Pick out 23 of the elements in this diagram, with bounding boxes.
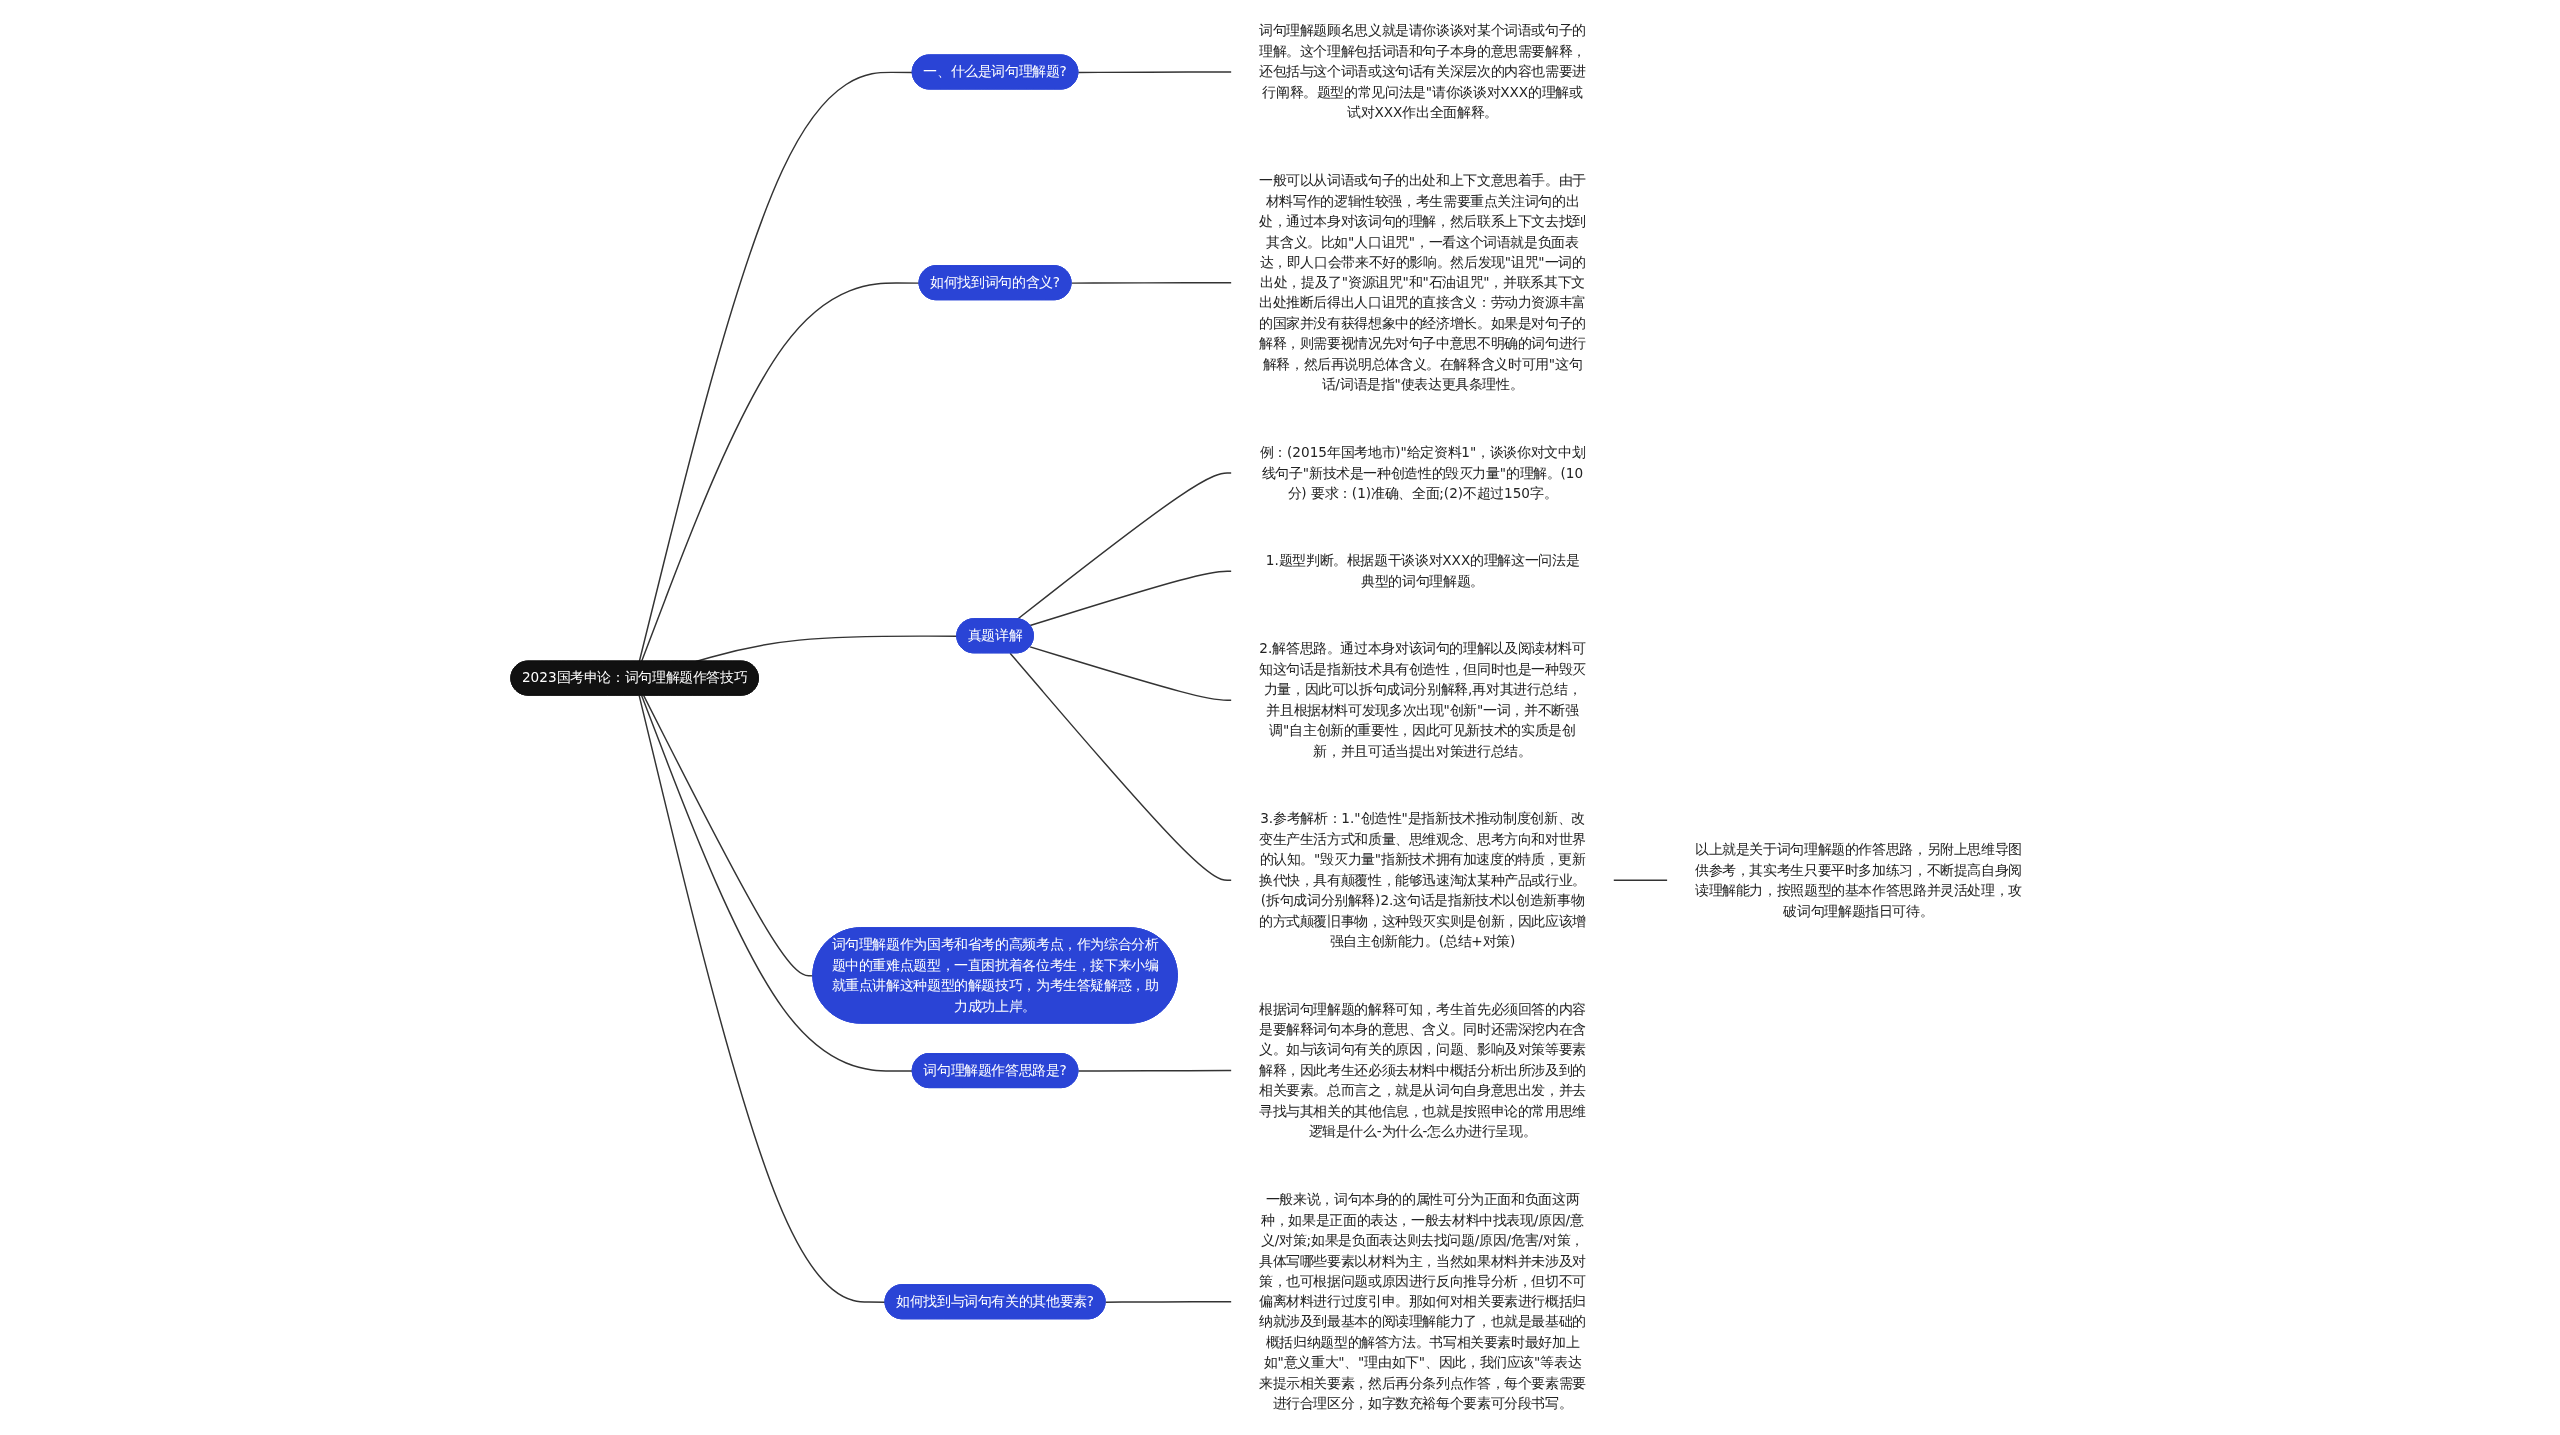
node-text: 一般来说，词句本身的的属性可分为正面和负面这两种，如果是正面的表达，一般去材料中找表现/原因/意义/对策;如果是负面表达则去找问题/原因/危害/对策，具体写哪些要素以材料为主，当然如果材料并未涉及对策，也可根据问题或原因进行反向推导分析，但切不可偏离材料进行过度引申。那如何对相关要素进行概括归纳就涉及到最基本的阅读理解能力了，也就是最基础的概括归纳题型的解答方法。书写相关要素时最好加上如"意义重大"、"理由如下"、因此，我们应该"等表达来提示相关要素，然后再分条列点作答，每个要素需要进行合理区分，如字数充裕每个要素可分段书写。 <box>1258 1191 1586 1412</box>
connector <box>1070 281 1233 284</box>
node-text: 例：(2015年国考地市)"给定资料1"，谈谈你对文中划线句子"新技术是一种创造性的毁灭力量"的理解。(10分) 要求：(1)准确、全面;(2)不超过150字。 <box>1259 444 1586 502</box>
connector <box>1077 71 1233 74</box>
connector <box>1029 570 1233 627</box>
connector <box>640 282 921 663</box>
connector <box>638 694 887 1303</box>
node-text: 1.题型判断。根据题干谈谈对XXX的理解这一问法是典型的词句理解题。 <box>1265 552 1580 590</box>
node-text: 2.解答思路。通过本身对该词句的理解以及阅读材料可知这句话是指新技术具有创造性，但同时也是一种毁灭力量，因此可以拆句成词分别解释,再对其进行总结，并且根据材料可发现多次出现"创新"一词，并不断强调"自主创新的重要性，因此可见新技术的实质是创新，并且可适当提出对策进行总结。 <box>1258 640 1586 760</box>
connector <box>1016 472 1233 620</box>
connector <box>1029 646 1233 701</box>
connector <box>643 694 815 977</box>
node-text: 根据词句理解题的解释可知，考生首先必须回答的内容是要解释词句本身的意思、含义。同时还需深挖内在含义。如与该词句有关的原因，问题、影响及对策等要素解释，因此考生还必须去材料中概括分析出所涉及到的相关要素。总而言之，就是从词句自身意思出发，并去寻找与其相关的其他信息，也就是按照申论的常用思维逻辑是什么-为什么-怎么办进行呈现。 <box>1258 1000 1586 1140</box>
connector <box>1104 1301 1233 1303</box>
connector <box>1009 652 1233 882</box>
node-text: 词句理解题顾名思义就是请你谈谈对某个词语或句子的理解。这个理解包括词语和句子本身的意思需要解释，还包括与这个词语或这句话有关深层次的内容也需要进行阐释。题型的常见问法是"请你谈谈对XXX的理解或试对XXX作出全面解释。 <box>1258 22 1586 121</box>
node-text: 一般可以从词语或句子的出处和上下文意思着手。由于材料写作的逻辑性较强，考生需要重点关注词句的出处，通过本身对该词句的理解，然后联系上下文去找到其含义。比如"人口诅咒"，一看这个词语就是负面表达，即人口会带来不好的影响。然后发现"诅咒"一词的出处，提及了"资源诅咒"和"石油诅咒"，并联系其下文出处推断后得出人口诅咒的直接含义：劳动力资源丰富的国家并没有获得想象中的经济增长。如果是对句子的解释，则需要视情况先对句子中意思不明确的词句进行解释，然后再说明总体含义。在解释含义时可用"这句话/词语是指"使表达更具条理性。 <box>1258 172 1586 393</box>
connector <box>640 694 914 1072</box>
connector <box>638 71 914 663</box>
connector <box>1077 1069 1233 1072</box>
connector <box>1612 879 1669 882</box>
node-text: 以上就是关于词句理解题的作答思路，另附上思维导图供参考，其实考生只要平时多加练习，不断提高自身阅读理解能力，按照题型的基本作答思路并灵活处理，攻破词句理解题指日可待。 <box>1694 841 2022 919</box>
node-text: 3.参考解析：1."创造性"是指新技术推动制度创新、改变生产生活方式和质量、思维观念、思考方向和对世界的认知。"毁灭力量"指新技术拥有加速度的特质，更新换代快，具有颠覆性，能够迅速淘汰某种产品或行业。(拆句成词分别解释)2.这句话是指新技术以创造新事物的方式颠覆旧事物，这种毁灭实则是创新，因此应该增强自主创新能力。(总结+对策) <box>1258 810 1586 950</box>
